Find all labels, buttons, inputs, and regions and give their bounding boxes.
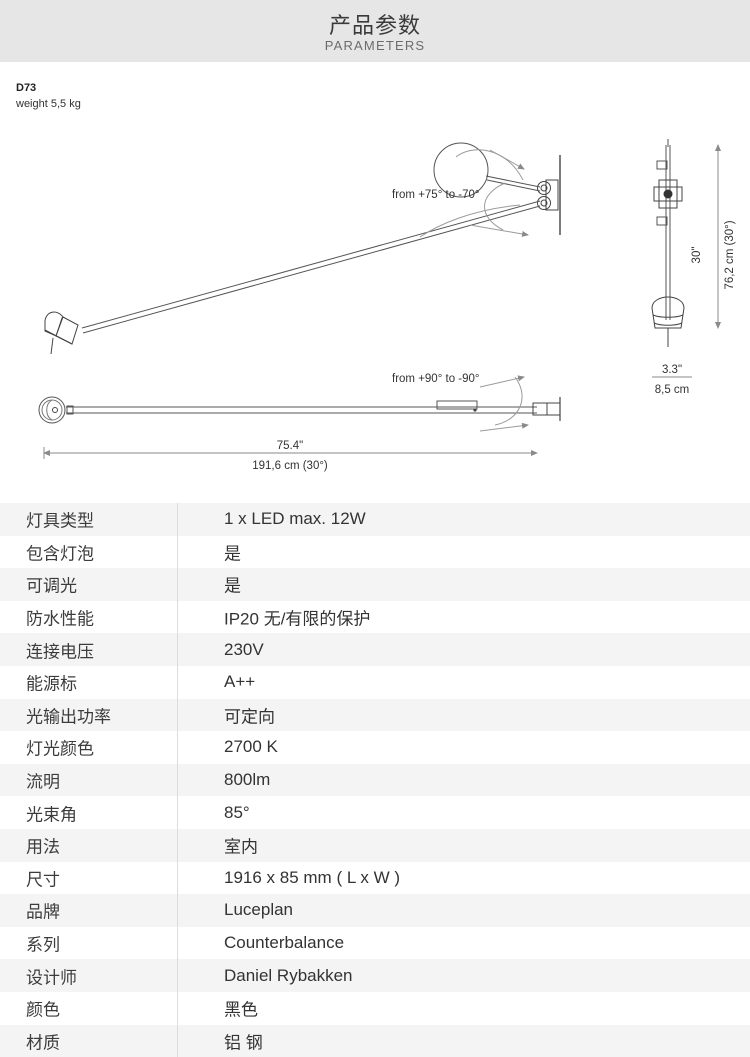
spec-label: 品牌 bbox=[26, 902, 60, 922]
spec-value: 2700 K bbox=[224, 737, 278, 757]
width-cm-label: 8,5 cm bbox=[655, 384, 690, 396]
model-code: D73 bbox=[16, 82, 37, 94]
table-row: 可调光 是 bbox=[0, 568, 750, 601]
table-row: 设计师 Daniel Rybakken bbox=[0, 959, 750, 992]
spec-value: Daniel Rybakken bbox=[224, 965, 353, 985]
spec-value: 230V bbox=[224, 639, 264, 659]
header-band: 产品参数 PARAMETERS bbox=[0, 0, 750, 62]
spec-label: 颜色 bbox=[26, 1000, 60, 1020]
spec-value: 是 bbox=[224, 576, 241, 596]
spec-value: 可定向 bbox=[224, 707, 275, 727]
table-row: 包含灯泡 是 bbox=[0, 535, 750, 569]
spec-label: 流明 bbox=[26, 772, 60, 792]
technical-drawing: from +75° to -70° from +90° to -90° 75.4… bbox=[0, 125, 750, 485]
page-title: 产品参数 bbox=[328, 13, 421, 38]
height-inch-label: 30" bbox=[691, 247, 703, 264]
spec-value: 室内 bbox=[224, 837, 258, 857]
spec-label: 能源标 bbox=[26, 674, 77, 694]
table-row: 光输出功率 可定向 bbox=[0, 698, 750, 732]
table-row: 连接电压 230V bbox=[0, 633, 750, 666]
spec-value: 800lm bbox=[224, 770, 271, 790]
spec-label: 光输出功率 bbox=[26, 707, 111, 727]
angle-label-side: from +75° to -70° bbox=[392, 189, 480, 201]
spec-value: 1916 x 85 mm ( L x W ) bbox=[224, 867, 401, 887]
table-row: 系列 Counterbalance bbox=[0, 926, 750, 960]
spec-label: 设计师 bbox=[26, 968, 77, 988]
table-row: 流明 800lm bbox=[0, 763, 750, 797]
page-subtitle: PARAMETERS bbox=[324, 38, 426, 53]
table-column-divider bbox=[177, 503, 178, 1057]
spec-label: 光束角 bbox=[26, 805, 77, 825]
spec-label: 灯光颜色 bbox=[26, 739, 94, 759]
table-row: 颜色 黑色 bbox=[0, 991, 750, 1025]
table-row: 材质 铝 钢 bbox=[0, 1024, 750, 1057]
table-row: 灯具类型 1 x LED max. 12W bbox=[0, 503, 750, 536]
spec-value: 85° bbox=[224, 802, 250, 822]
table-row: 光束角 85° bbox=[0, 796, 750, 829]
spec-label: 可调光 bbox=[26, 576, 77, 596]
spec-label: 连接电压 bbox=[26, 642, 94, 662]
spec-label: 材质 bbox=[26, 1033, 60, 1053]
table-row: 灯光颜色 2700 K bbox=[0, 731, 750, 764]
spec-label: 灯具类型 bbox=[26, 511, 94, 531]
angle-label-top: from +90° to -90° bbox=[392, 373, 480, 385]
spec-label: 尺寸 bbox=[26, 870, 60, 890]
spec-value: 黑色 bbox=[224, 1000, 258, 1020]
table-row: 用法 室内 bbox=[0, 828, 750, 862]
length-inch-label: 75.4" bbox=[277, 440, 303, 452]
spec-value: IP20 无/有限的保护 bbox=[224, 609, 371, 629]
spec-value: Counterbalance bbox=[224, 933, 345, 953]
spec-label: 系列 bbox=[26, 935, 60, 955]
spec-value: 铝 钢 bbox=[224, 1033, 263, 1053]
length-cm-label: 191,6 cm (30°) bbox=[252, 460, 328, 472]
table-row: 能源标 A++ bbox=[0, 665, 750, 699]
table-row: 尺寸 1916 x 85 mm ( L x W ) bbox=[0, 861, 750, 895]
spec-value: 1 x LED max. 12W bbox=[224, 509, 366, 529]
spec-value: Luceplan bbox=[224, 900, 294, 920]
spec-label: 防水性能 bbox=[26, 609, 94, 629]
spec-value: A++ bbox=[224, 672, 256, 692]
width-inch-label: 3.3" bbox=[662, 364, 682, 376]
spec-value: 是 bbox=[224, 544, 241, 564]
spec-label: 包含灯泡 bbox=[26, 544, 94, 564]
height-cm-label: 76,2 cm (30°) bbox=[724, 220, 736, 289]
spec-label: 用法 bbox=[26, 837, 60, 857]
table-row: 防水性能 IP20 无/有限的保护 bbox=[0, 600, 750, 634]
table-row: 品牌 Luceplan bbox=[0, 894, 750, 927]
model-weight: weight 5,5 kg bbox=[16, 98, 81, 110]
